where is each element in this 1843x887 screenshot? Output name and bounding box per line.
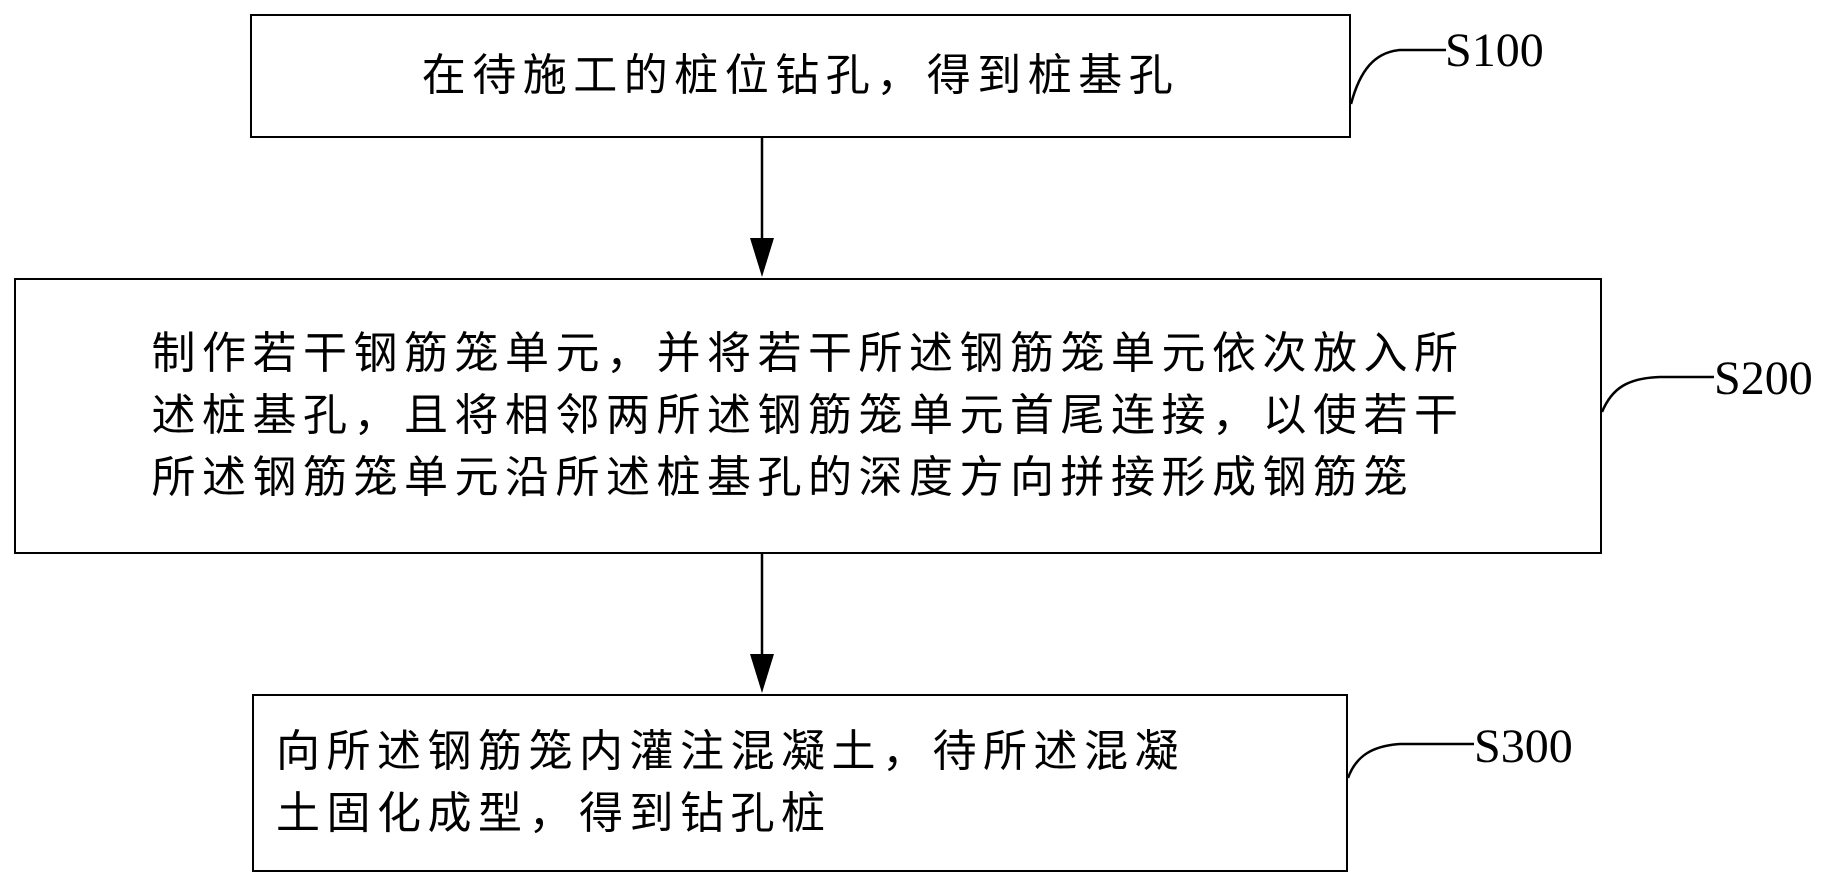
flow-arrow-s100-to-s200 [750, 138, 774, 277]
step-text-s200: 制作若干钢筋笼单元，并将若干所述钢筋笼单元依次放入所 述桩基孔，且将相邻两所述钢… [151, 328, 1465, 503]
step-text-s100: 在待施工的桩位钻孔，得到桩基孔 [421, 50, 1180, 101]
step-box-s100: 在待施工的桩位钻孔，得到桩基孔 [250, 14, 1351, 138]
step-label-s300: S300 [1474, 720, 1573, 773]
step-label-s200: S200 [1714, 352, 1813, 405]
leader-line-s100 [1349, 48, 1446, 105]
step-label-s100: S100 [1445, 24, 1544, 77]
step-box-s300: 向所述钢筋笼内灌注混凝土，待所述混凝 土固化成型，得到钻孔桩 [252, 694, 1348, 872]
leader-line-s300 [1346, 742, 1474, 779]
step-text-s300: 向所述钢筋笼内灌注混凝土，待所述混凝 土固化成型，得到钻孔桩 [276, 726, 1185, 839]
leader-line-s200 [1600, 375, 1714, 413]
flow-arrow-s200-to-s300 [750, 554, 774, 693]
step-box-s200: 制作若干钢筋笼单元，并将若干所述钢筋笼单元依次放入所 述桩基孔，且将相邻两所述钢… [14, 278, 1602, 554]
